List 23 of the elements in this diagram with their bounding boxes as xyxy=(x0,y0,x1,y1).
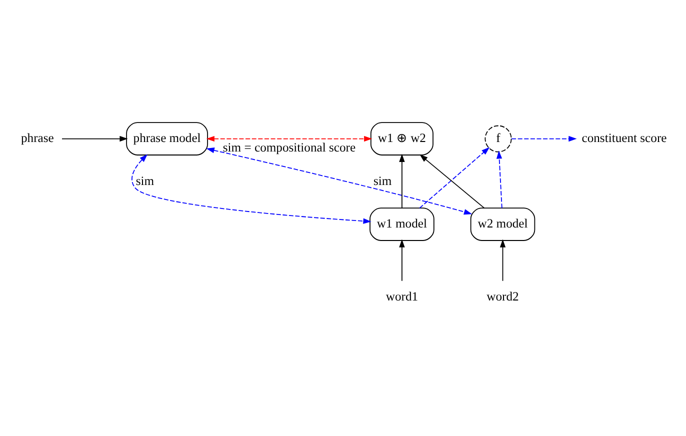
arrow xyxy=(399,239,405,282)
node-text: constituent score xyxy=(582,131,667,146)
node-text: word2 xyxy=(486,290,519,304)
arrow xyxy=(206,148,472,215)
arrow xyxy=(62,136,128,142)
arrow xyxy=(496,150,502,208)
edge-label: sim xyxy=(136,174,154,188)
arrow xyxy=(420,154,485,208)
node-circle: f xyxy=(484,125,512,152)
node-box: phrase model xyxy=(126,122,208,156)
node-box: w2 model xyxy=(470,208,536,241)
arrow xyxy=(419,147,490,208)
arrow xyxy=(500,239,506,282)
arrow xyxy=(399,154,405,208)
node-box: w1 model xyxy=(370,208,434,241)
node-text: word1 xyxy=(386,290,418,304)
arrow xyxy=(132,154,372,224)
edge-label: sim = compositional score xyxy=(222,140,356,155)
node-box: w1 ⊕ w2 xyxy=(370,122,434,156)
arrow xyxy=(511,136,577,142)
arrow xyxy=(206,136,372,142)
node-text: phrase xyxy=(21,131,54,146)
edge-label: sim xyxy=(374,174,392,188)
